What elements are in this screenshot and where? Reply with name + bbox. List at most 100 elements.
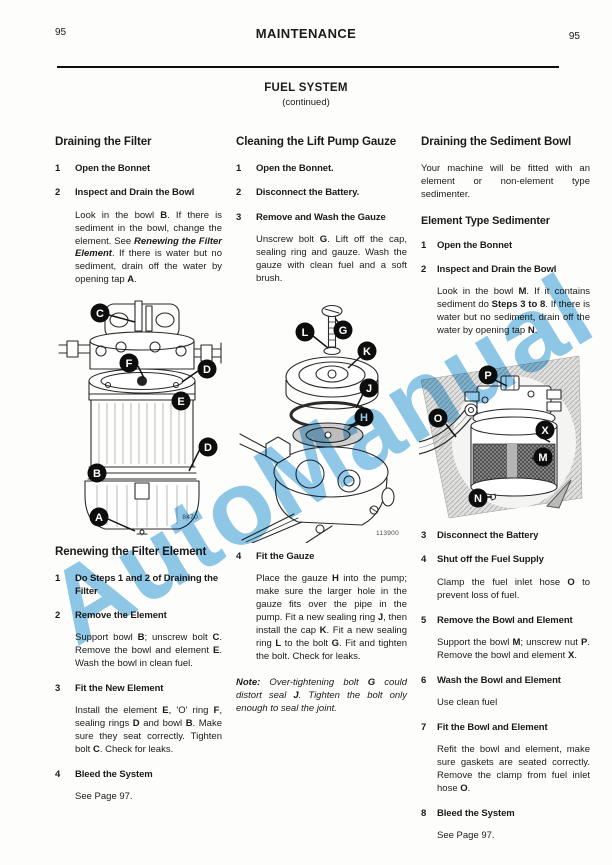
step-body: Clamp the fuel inlet hose O to prevent l… — [437, 576, 590, 601]
callout-C: C — [90, 303, 110, 323]
svg-text:D: D — [204, 442, 212, 454]
step-body: Refit the bowl and element, make sure ga… — [437, 744, 590, 795]
step-row: 2 Inspect and Drain the Bowl — [421, 264, 590, 276]
step-body: Place the gauze H into the pump; make su… — [256, 573, 408, 662]
step-row: 8 Bleed the System — [421, 808, 590, 820]
step-row: 4 Shut off the Fuel Supply — [421, 554, 590, 566]
callout-O: O — [428, 408, 448, 428]
step-number: 2 — [55, 187, 61, 199]
svg-text:B: B — [93, 468, 101, 480]
page-title: MAINTENANCE — [255, 26, 357, 41]
svg-text:F: F — [126, 358, 133, 370]
section-heading: FUEL SYSTEM (continued) — [0, 82, 612, 108]
step-title: Inspect and Drain the Bowl — [75, 187, 195, 199]
step-body: Unscrew bolt G. Lift off the cap, sealin… — [256, 234, 407, 284]
figure-number: 113900 — [375, 529, 399, 537]
step-title: Disconnect the Battery — [437, 530, 539, 542]
sub-heading: Element Type Sedimenter — [421, 214, 550, 227]
callout-E: E — [171, 391, 191, 411]
step-number: 3 — [55, 683, 61, 694]
sedimenter-figure: P O X M N — [419, 350, 590, 522]
step-body: Install the element E, 'O' ring F, seali… — [75, 705, 222, 756]
svg-text:A: A — [95, 512, 103, 524]
svg-text:P: P — [484, 370, 491, 382]
step-number: 2 — [55, 609, 61, 621]
svg-text:K: K — [363, 346, 371, 358]
step-number: 5 — [421, 614, 427, 626]
column-heading: Draining the Filter — [55, 135, 152, 148]
step-body: See Page 97. — [437, 830, 495, 842]
step-number: 2 — [236, 187, 242, 199]
callout-D-upper: D — [197, 359, 217, 379]
step-row: 3 Remove and Wash the Gauze — [236, 212, 407, 224]
step-title: Fit the Bowl and Element — [437, 722, 548, 733]
lift-pump-illustration: L G K J H — [239, 304, 395, 543]
section-subtitle: (continued) — [282, 97, 330, 108]
step-number: 1 — [236, 163, 242, 175]
step-row: 5 Remove the Bowl and Element — [421, 615, 590, 627]
intro-paragraph: Your machine will be fitted with an elem… — [421, 163, 590, 200]
column-heading: Draining the Sediment Bowl — [421, 135, 572, 148]
step-row: 4 Bleed the System — [55, 769, 222, 781]
step-row: 6 Wash the Bowl and Element — [421, 675, 590, 687]
svg-text:X: X — [541, 425, 549, 437]
step-title: Do Steps 1 and 2 of Draining the Filter — [75, 573, 219, 597]
step-title: Fit the New Element — [75, 683, 164, 694]
step-number: 4 — [55, 768, 61, 780]
step-body: Support bowl B; unscrew bolt C. Remove t… — [75, 632, 223, 670]
callout-J: J — [359, 378, 379, 398]
step-body: Support the bowl M; unscrew nut P. Remov… — [437, 636, 591, 661]
column-heading: Cleaning the Lift Pump Gauze — [236, 135, 397, 148]
step-title: Shut off the Fuel Supply — [437, 554, 544, 566]
step-title: Open the Bonnet — [75, 163, 151, 175]
column-draining-filter: Draining the Filter 1 Open the Bonnet 2 … — [55, 134, 222, 855]
svg-text:N: N — [474, 493, 482, 505]
step-row: 3 Disconnect the Battery — [421, 530, 590, 542]
step-number: 1 — [421, 239, 427, 251]
column-sediment-bowl: Draining the Sediment Bowl Your machine … — [419, 134, 591, 855]
step-title: Remove the Element — [75, 609, 167, 621]
step-number: 6 — [421, 674, 427, 686]
step-body: Look in the bowl B. If there is sediment… — [75, 209, 222, 286]
step-row: 1 Open the Bonnet. — [236, 163, 407, 175]
svg-text:J: J — [366, 383, 372, 395]
columns: Draining the Filter 1 Open the Bonnet 2 … — [0, 134, 612, 855]
step-title: Bleed the System — [75, 768, 153, 780]
sedimenter-illustration: P O X M N — [419, 355, 583, 519]
fuel-filter-illustration: C F D E D B — [58, 300, 222, 536]
page-header: 95 MAINTENANCE 95 — [0, 0, 612, 46]
step-row: 1 Do Steps 1 and 2 of Draining the Filte… — [55, 573, 222, 598]
column-heading: Renewing the Filter Element — [55, 545, 207, 559]
step-number: 8 — [421, 807, 427, 819]
step-title: Open the Bonnet. — [256, 163, 334, 175]
step-title: Open the Bonnet — [437, 239, 513, 251]
step-number: 1 — [55, 163, 61, 175]
header-divider — [57, 66, 559, 68]
section-title: FUEL SYSTEM — [264, 82, 348, 94]
step-title: Wash the Bowl and Element — [437, 674, 561, 686]
step-title: Remove and Wash the Gauze — [256, 211, 386, 223]
page-number-right: 95 — [568, 31, 580, 42]
step-body: Use clean fuel — [437, 697, 498, 709]
step-row: 1 Open the Bonnet — [55, 163, 222, 175]
step-title: Fit the Gauze — [256, 550, 315, 562]
step-title: Disconnect the Battery. — [256, 187, 360, 199]
step-number: 4 — [421, 554, 427, 566]
callout-L: L — [295, 322, 315, 342]
step-number: 3 — [236, 211, 242, 223]
callout-P: P — [478, 365, 498, 385]
callout-A: A — [89, 507, 109, 527]
step-title: Inspect and Drain the Bowl — [437, 264, 557, 276]
callout-N: N — [468, 488, 488, 508]
svg-text:L: L — [302, 327, 309, 339]
svg-text:C: C — [96, 308, 104, 320]
figure-number: 8470 — [182, 514, 198, 522]
svg-text:G: G — [339, 325, 348, 337]
callout-F: F — [119, 353, 139, 373]
step-row: 1 Open the Bonnet — [421, 240, 590, 252]
lift-pump-figure: L G K J H 113900 — [236, 298, 407, 543]
step-number: 7 — [421, 722, 427, 733]
step-body: See Page 97. — [75, 791, 133, 803]
step-row: 2 Remove the Element — [55, 610, 222, 622]
callout-K: K — [357, 341, 377, 361]
